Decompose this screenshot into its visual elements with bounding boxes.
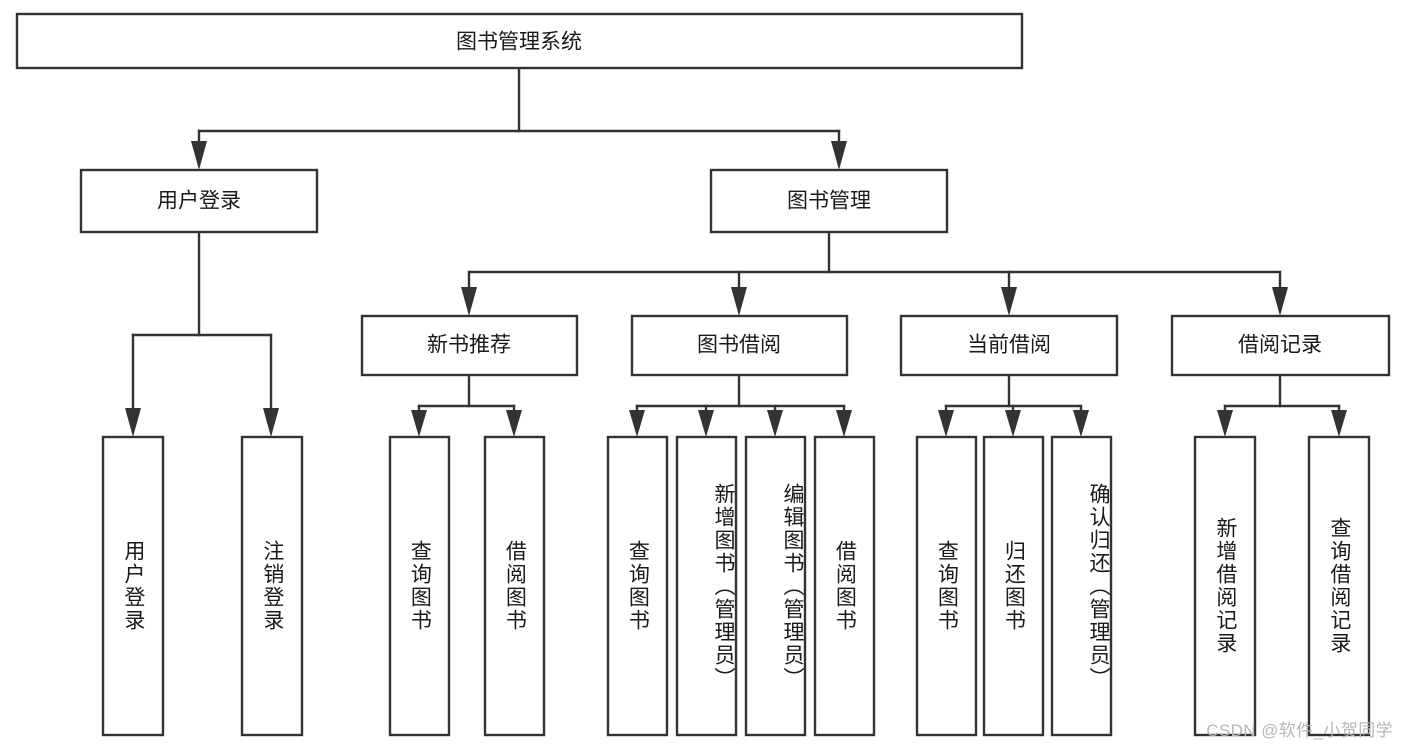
leaf-current-query-book[interactable] (915, 435, 978, 737)
node-root[interactable] (15, 12, 1024, 70)
leaf-newbook-query-book[interactable] (388, 435, 451, 737)
leaf-current-return-book[interactable] (982, 435, 1045, 737)
node-book-management[interactable] (709, 168, 949, 234)
node-book-borrow-label: 图书借阅 (697, 334, 781, 357)
node-root-label: 图书管理系统 (456, 31, 582, 54)
connector-borrowrecord-to-leaves (1217, 373, 1347, 437)
leaf-borrow-add-book-admin[interactable] (675, 435, 738, 737)
connector-root-to-level2 (191, 66, 847, 170)
leaf-borrow-edit-book-admin[interactable] (744, 435, 807, 737)
leaf-borrow-borrow-book[interactable] (813, 435, 876, 737)
node-user-login-label: 用户登录 (157, 190, 241, 213)
connector-bookmgmt-to-level3 (461, 230, 1288, 316)
node-book-borrow[interactable] (630, 314, 849, 377)
node-current-borrow[interactable] (899, 314, 1119, 377)
leaf-record-add-record[interactable] (1193, 435, 1257, 737)
watermark-text: CSDN @软件_小贺同学 (1206, 721, 1393, 740)
node-borrow-record[interactable] (1170, 314, 1391, 377)
node-new-book-recommend[interactable] (360, 314, 579, 377)
leaf-user-logout[interactable] (240, 435, 304, 737)
node-new-book-recommend-label: 新书推荐 (427, 334, 511, 357)
leaf-newbook-borrow-book[interactable] (483, 435, 546, 737)
node-user-login[interactable] (79, 168, 319, 234)
leaf-record-query-record[interactable] (1307, 435, 1371, 737)
connector-userlogin-to-leaves (125, 230, 279, 437)
node-book-management-label: 图书管理 (787, 190, 871, 213)
leaf-current-confirm-return-admin[interactable] (1050, 435, 1113, 737)
leaf-borrow-query-book[interactable] (606, 435, 669, 737)
connector-bookborrow-to-leaves (629, 373, 852, 437)
connector-currentborrow-to-leaves (938, 373, 1089, 437)
connector-newbook-to-leaves (411, 373, 522, 437)
node-current-borrow-label: 当前借阅 (967, 334, 1051, 357)
node-borrow-record-label: 借阅记录 (1238, 334, 1322, 357)
leaf-user-login[interactable] (101, 435, 165, 737)
